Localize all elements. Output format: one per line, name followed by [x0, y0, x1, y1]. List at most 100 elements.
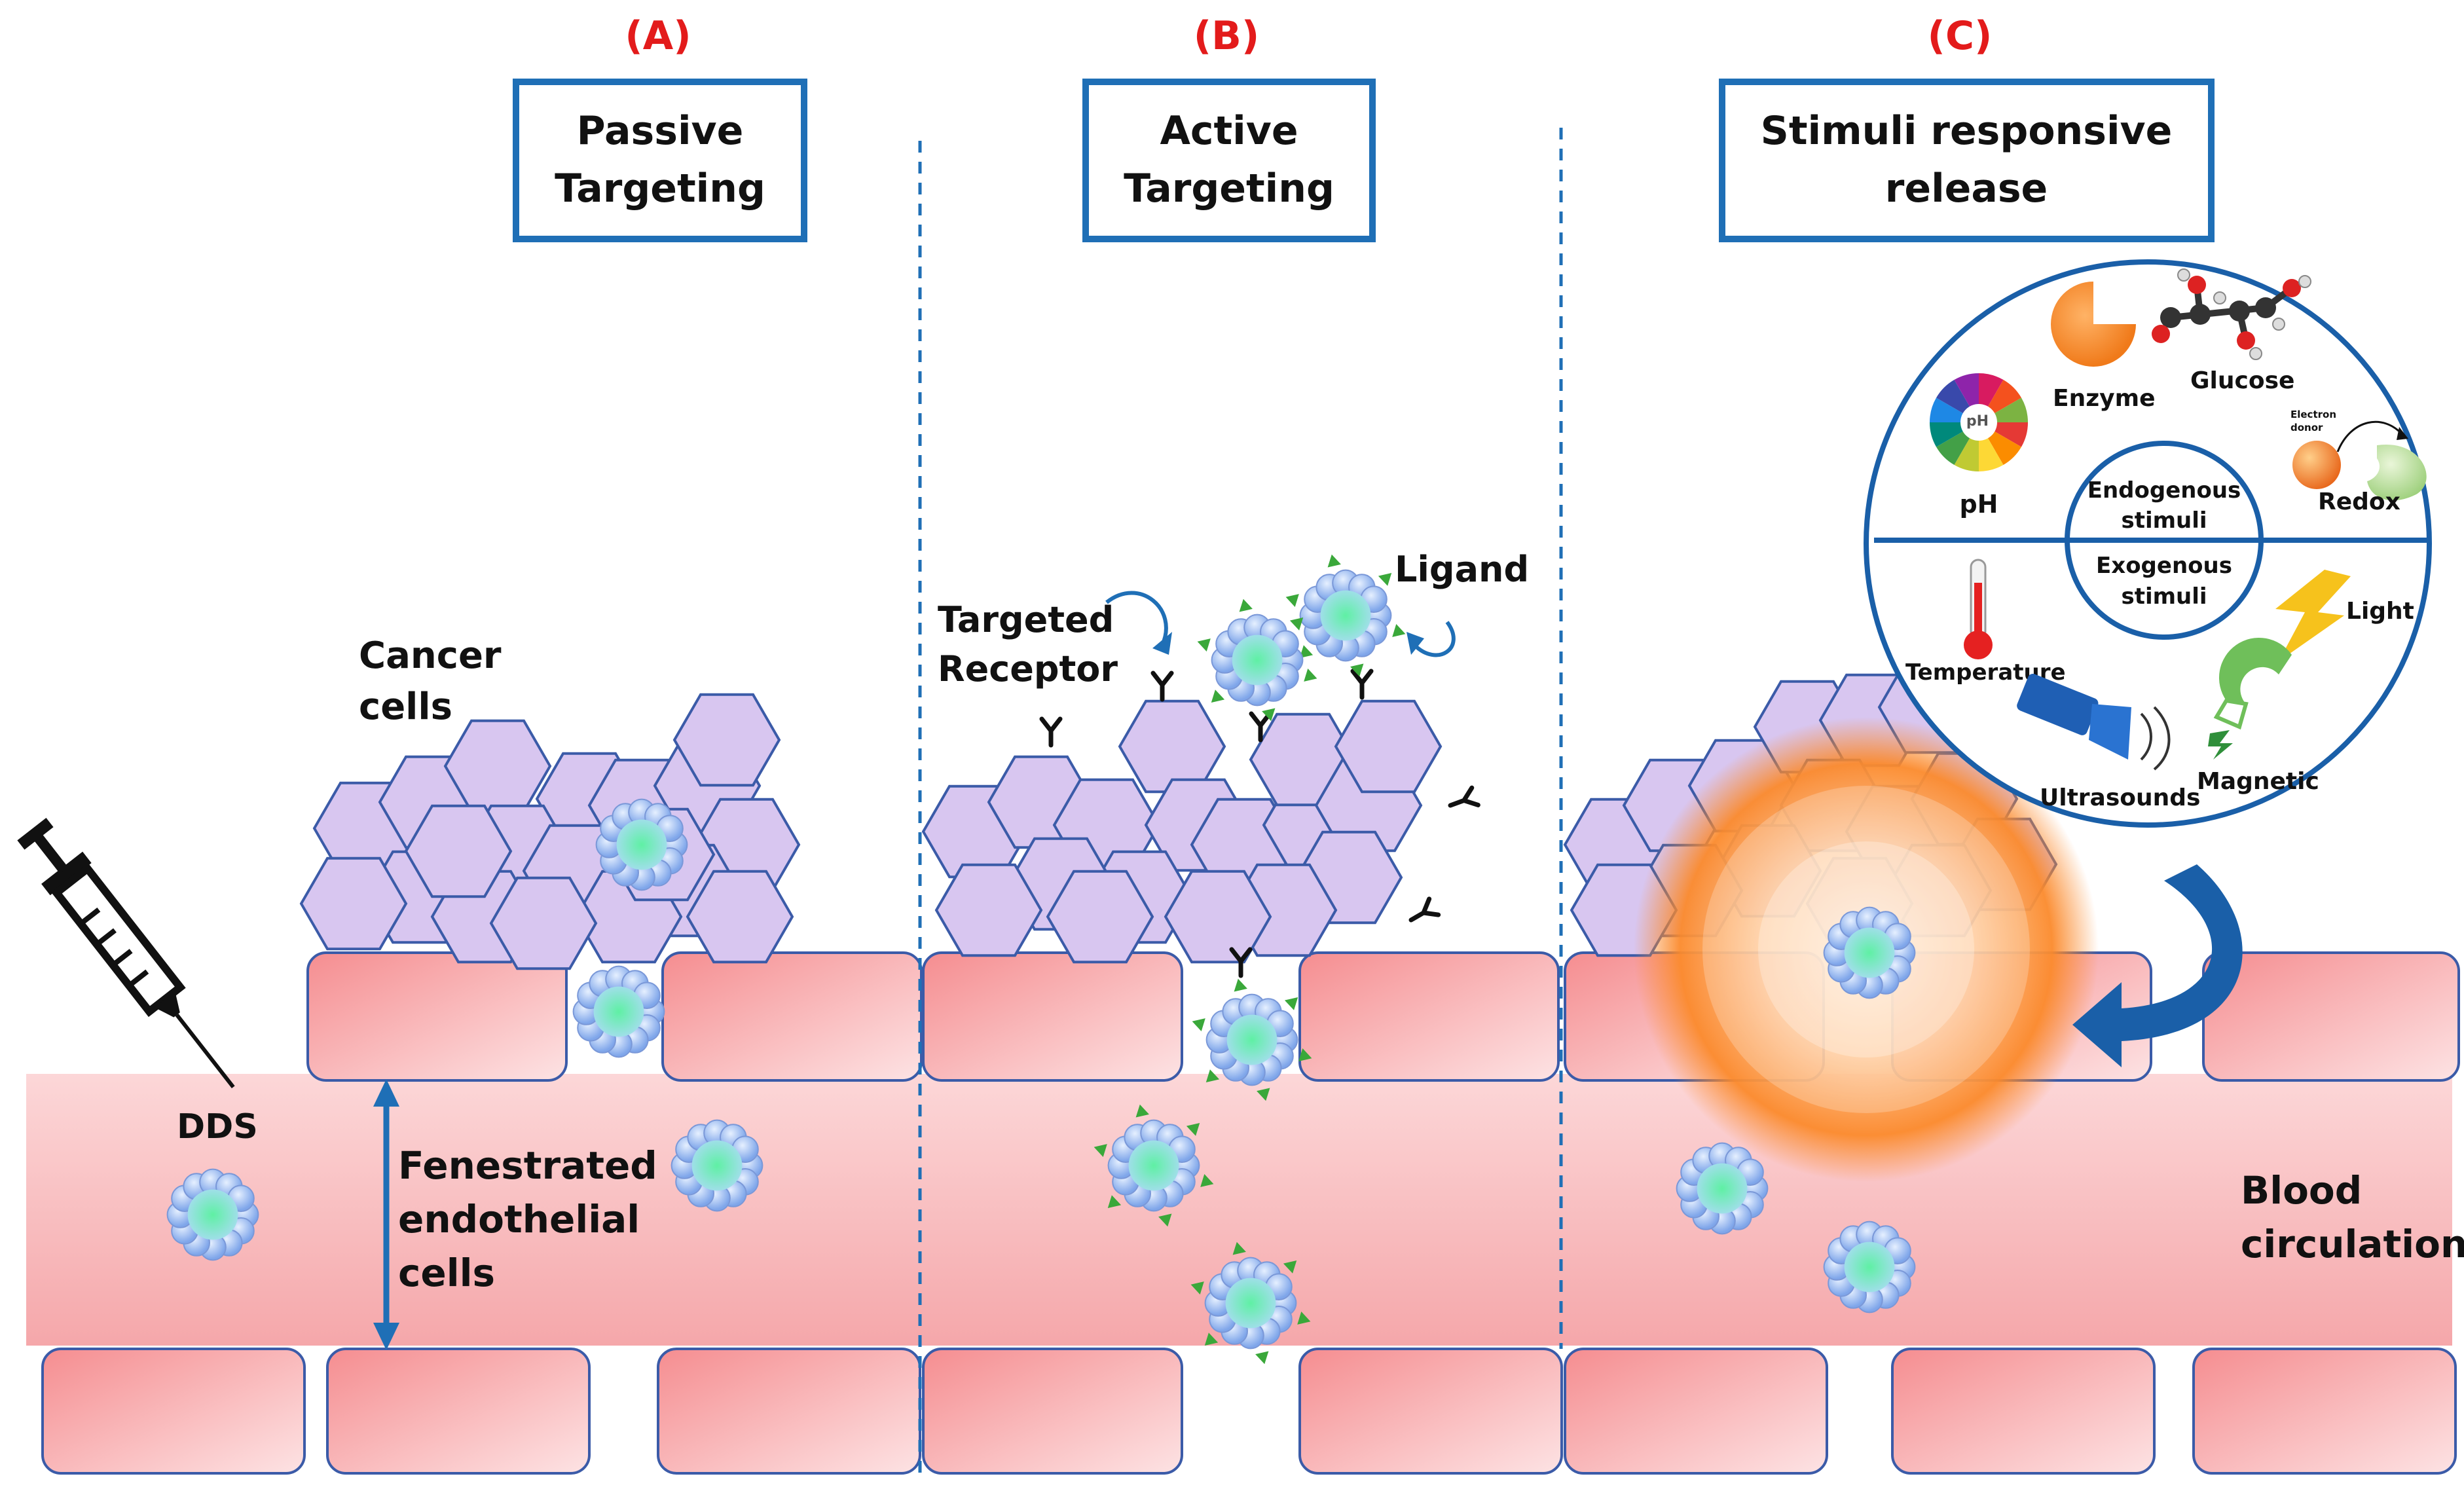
ligand-icon [1283, 1260, 1297, 1274]
ligand-icon [1289, 617, 1304, 631]
ligand-icon [1192, 1018, 1205, 1031]
ligand-icon [1234, 978, 1247, 992]
targeted-receptor-label-line2: Receptor [938, 648, 1118, 689]
nanoparticle-icon [595, 798, 688, 891]
receptor-icon [1229, 947, 1253, 978]
blood-circulation-label-line1: Blood [2241, 1168, 2362, 1213]
cancer-cell [686, 870, 794, 964]
ligand-icon [1205, 1069, 1220, 1082]
ligand-icon [1350, 663, 1364, 677]
panel-c-title-line2: release [1885, 166, 2048, 211]
targeted-receptor-label-line1: Targeted [938, 599, 1114, 640]
thermometer-icon [1964, 559, 1993, 659]
ligand-icon [1211, 689, 1225, 703]
ultrasounds-label: Ultrasounds [2040, 784, 2200, 811]
panel-c-letter: (C) [1928, 13, 1993, 59]
cancer-cells-label-line1: Cancer [359, 634, 502, 677]
nanoparticle-icon [1823, 1221, 1916, 1314]
ligand-icon [1255, 1351, 1269, 1365]
receptor-curved-arrow-icon [1105, 591, 1168, 646]
panel-a-heading: (A) Passive Targeting [513, 13, 807, 242]
endothelial-cell [326, 1348, 591, 1475]
fenestrated-label-line3: cells [398, 1251, 495, 1295]
ligand-icon [1392, 624, 1406, 637]
enzyme-label: Enzyme [2053, 385, 2156, 412]
cancer-cell-cluster-b [921, 699, 1443, 964]
ligand-icon [1299, 645, 1314, 658]
ph-label: pH [1959, 490, 1998, 519]
ligand-icon [1186, 1123, 1200, 1136]
nanoparticle-icon [1676, 1142, 1769, 1235]
ligand-icon [1094, 1144, 1107, 1157]
cancer-cell [672, 693, 781, 787]
electron-donor-label-line1: Electron [2290, 409, 2336, 420]
ligand-icon [1262, 708, 1276, 722]
nanoparticle-icon [1094, 1104, 1214, 1227]
electron-donor-label-line2: donor [2290, 422, 2323, 433]
cancer-cell [299, 856, 408, 951]
ligand-icon [1197, 638, 1211, 652]
ligand-icon [1285, 594, 1299, 607]
panel-b-title-line1: Active [1160, 108, 1298, 154]
ligand-icon [1232, 1241, 1246, 1255]
endothelial-cell [922, 1348, 1183, 1475]
endothelial-cell [2202, 951, 2460, 1082]
cancer-cell-cluster-a [299, 693, 801, 970]
endothelial-cell [1298, 1348, 1563, 1475]
panel-a-title-line1: Passive [577, 108, 744, 154]
nanoparticle-icon [166, 1168, 259, 1261]
receptor-arrow-head [1152, 632, 1172, 655]
cancer-cell [1118, 699, 1226, 794]
panel-b-heading: (B) Active Targeting [1082, 13, 1376, 242]
nanoparticle-icon [1190, 1241, 1311, 1365]
electron-donor-icon [2292, 441, 2341, 489]
ligand-curved-arrow-icon [1412, 621, 1456, 657]
nanoparticle-icon [1197, 598, 1317, 722]
nanoparticle-icon [1823, 906, 1916, 999]
panel-b-title-box [1082, 79, 1376, 242]
receptor-icon [1150, 671, 1174, 702]
endothelial-cell [2192, 1348, 2457, 1475]
endothelial-cell [661, 951, 923, 1082]
cancer-cell [1046, 870, 1154, 964]
endogenous-label-line2: stimuli [2121, 507, 2207, 534]
fenestrated-label-line1: Fenestrated [398, 1143, 657, 1188]
ligand-icon [1107, 1195, 1122, 1208]
ligand-icon [1297, 1312, 1311, 1325]
ligand-arrow-head [1407, 632, 1424, 655]
ligand-icon [1257, 1088, 1270, 1101]
ligand-icon [1304, 669, 1317, 682]
cancer-cell [1164, 870, 1272, 964]
glucose-molecule-icon [2152, 268, 2311, 360]
receptor-icon [1408, 896, 1441, 923]
nanoparticle-layer [166, 554, 1916, 1365]
panel-c-title-box [1719, 79, 2215, 242]
endothelial-cell [306, 951, 568, 1082]
light-bolt-icon [2275, 570, 2351, 661]
ph-inner-label: pH [1966, 413, 1989, 430]
syringe-icon [17, 817, 235, 1089]
endothelial-cell [1564, 1348, 1828, 1475]
receptor-icon [1350, 669, 1374, 700]
ligand-icon [1158, 1213, 1172, 1227]
nanoparticle-icon [572, 965, 665, 1058]
fenestrated-label-line2: endothelial [398, 1197, 640, 1241]
receptor-icon [1039, 716, 1063, 748]
endothelial-cell [1891, 1348, 2156, 1475]
ligand-icon [1239, 598, 1253, 612]
panel-a-letter: (A) [625, 13, 691, 59]
fenestration-double-arrow-icon [373, 1079, 399, 1350]
stimuli-curved-arrow-icon [2072, 864, 2243, 1067]
blood-circulation-label-line2: circulation [2241, 1222, 2464, 1266]
ligand-icon [1284, 997, 1298, 1010]
enzyme-icon [2051, 282, 2136, 367]
dds-label: DDS [177, 1107, 258, 1147]
panel-c-title-line1: Stimuli responsive [1761, 108, 2173, 154]
cancer-cell [934, 863, 1043, 957]
ligand-icon [1200, 1174, 1214, 1187]
panel-a-title-line2: Targeting [555, 166, 765, 211]
cancer-cell [404, 804, 513, 898]
electron-acceptor-icon [2367, 444, 2427, 501]
ligand-icon [1190, 1281, 1204, 1295]
